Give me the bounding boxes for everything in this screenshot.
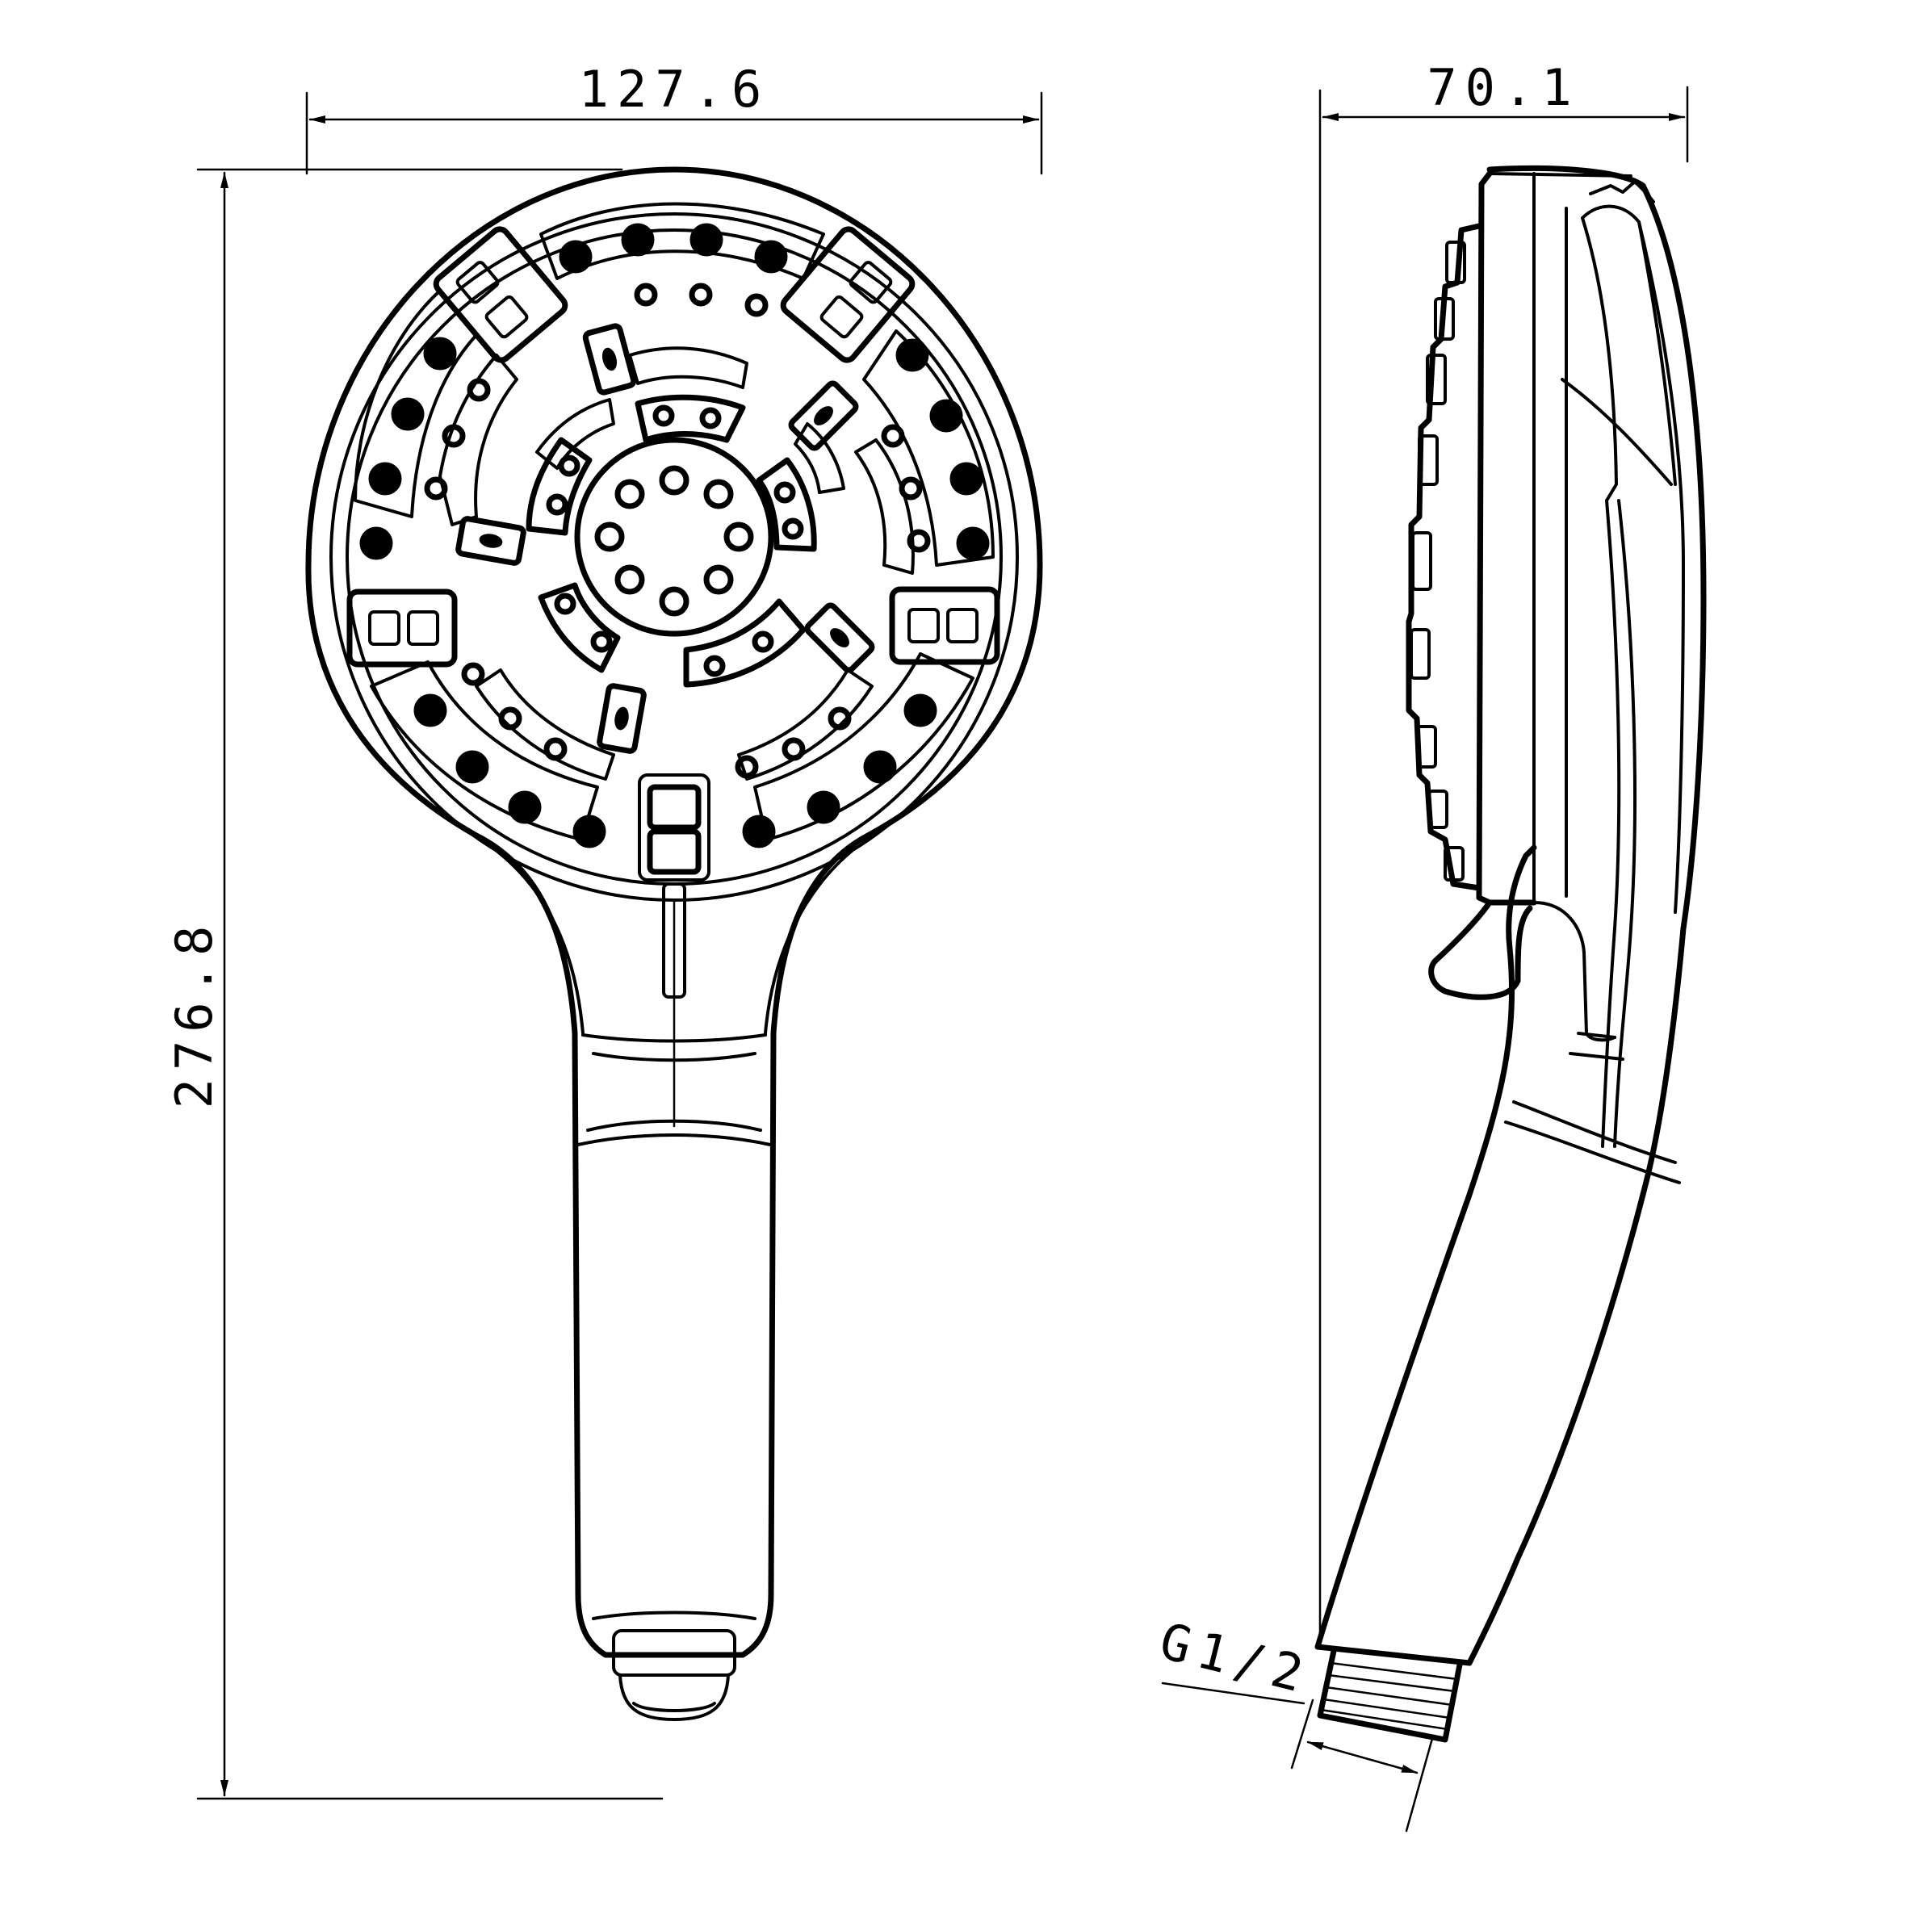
spray-channels: [354, 202, 995, 841]
side-outline: [1314, 165, 1707, 1666]
side-thread-nipple: [1317, 1648, 1463, 1743]
depth-dimension-label: 70.1: [1427, 58, 1579, 117]
inner-pads: [526, 394, 817, 688]
side-nozzle-bumps: [1410, 241, 1466, 882]
outer-nozzles: [359, 223, 990, 848]
side-view: [1314, 165, 1707, 1743]
front-thread-nipple: [612, 1629, 736, 1721]
front-outline: [305, 166, 1043, 1658]
mode-indicator-tab: [638, 773, 710, 999]
height-dimension-label: 276.8: [165, 918, 224, 1109]
twin-jet-boxes: [346, 226, 1000, 668]
face-outer-ring: [329, 212, 1019, 902]
width-dimension: 127.6: [305, 60, 1043, 175]
mid-nozzles: [424, 283, 931, 779]
depth-dimension: 70.1: [1318, 58, 1689, 1648]
height-dimension: 276.8: [165, 168, 664, 1800]
thread-dimension-label: G1/2: [1155, 1611, 1317, 1706]
width-dimension-label: 127.6: [579, 60, 770, 119]
center-rosette: [574, 437, 774, 637]
front-view: [305, 166, 1043, 1721]
